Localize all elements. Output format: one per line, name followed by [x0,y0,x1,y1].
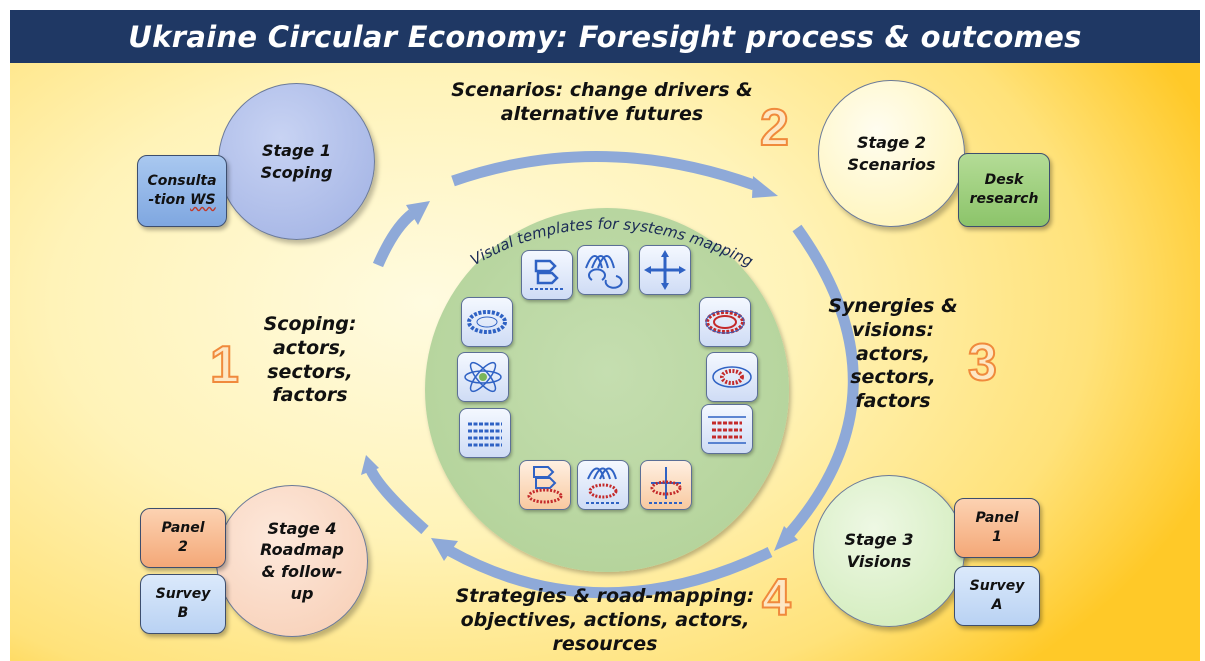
stage-2-label: Stage 2 [857,132,926,152]
desk-research-line1: Desk [984,172,1024,189]
panel-1-line2: 1 [992,529,1002,545]
phase-1-text: Scoping:actors,sectors,factors [263,313,357,407]
arrow-scoping [372,209,416,268]
consultation-ws-box: Consulta -tion WS [137,155,227,227]
ellipse-red-icon [706,352,758,402]
page-title: Ukraine Circular Economy: Foresight proc… [128,19,1082,54]
axes-template-icon [639,245,691,295]
flower-network-icon [457,352,509,402]
phase-3-number: 3 [967,333,998,393]
arrow-scenarios [451,151,756,191]
stage-2-sublabel: Scenarios [847,154,936,174]
consultation-line2: -tion [148,192,191,208]
panel-1-line1: Panel [975,510,1019,527]
axes-red-icon [640,460,692,510]
curves-red-icon [577,460,629,510]
arrowhead-1 [406,201,430,225]
arrow-strategies [447,546,773,599]
stage-3-label: Stage 3 [844,530,914,550]
phase-4-text: Strategies & road-mapping:objectives, ac… [455,585,755,655]
arrow-roadmap [364,465,429,535]
arrow-synergies [785,224,859,537]
panel-1-box: Panel 1 [954,498,1040,558]
stage-3-circle: Stage 3 Visions [813,475,965,627]
flow-red-icon [519,460,571,510]
panel-2-line2: 2 [178,539,188,555]
desk-research-line2: research [969,191,1039,207]
arrowhead-2 [752,176,778,198]
arrowhead-4 [431,538,458,561]
phase-4-number: 4 [761,568,792,628]
stage-4-sublabel-3: up [290,583,314,603]
panel-2-box: Panel 2 [140,508,226,568]
phase-1-number: 1 [209,335,240,395]
stage-1-sublabel: Scoping [260,162,333,182]
grid-red-icon [701,404,753,454]
survey-a-line1: Survey [969,578,1025,595]
stage-4-label: Stage 4 [267,518,337,538]
ring-red-icon [699,297,751,347]
title-bar: Ukraine Circular Economy: Foresight proc… [10,10,1200,63]
survey-b-line2: B [177,605,189,621]
desk-research-box: Desk research [958,153,1050,227]
stage-4-sublabel-2: & follow- [261,562,343,581]
survey-a-line2: A [991,597,1003,613]
curves-template-icon [577,245,629,295]
ring-network-icon [461,297,513,347]
phase-3-text: Synergies &visions:actors,sectors,factor… [828,295,958,412]
survey-b-line1: Survey [155,586,211,603]
stage-3-sublabel: Visions [846,552,912,571]
consultation-ws: WS [190,192,216,208]
stage-1-label: Stage 1 [262,140,331,160]
arrowhead-5 [361,455,379,475]
consultation-line1: Consulta [147,173,217,190]
flow-template-icon [521,250,573,300]
phase-2-number: 2 [759,98,790,158]
arrowhead-3 [774,526,798,551]
panel-2-line1: Panel [161,520,205,537]
phase-2-text: Scenarios: change drivers &alternative f… [451,79,753,125]
center-disc [425,208,789,572]
grid-network-icon [459,408,511,458]
stage-4-sublabel: Roadmap [260,540,344,560]
